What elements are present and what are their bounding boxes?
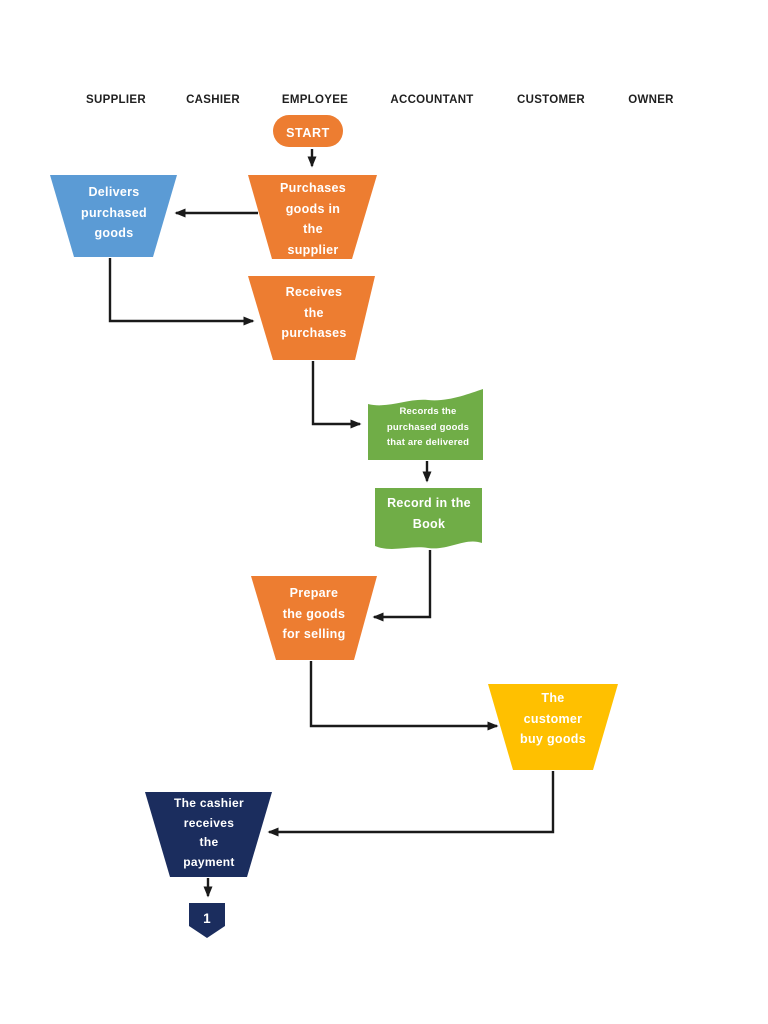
- arrow-book-to-prepare: [372, 550, 432, 622]
- customer-buy-goods-label: The customer buy goods: [520, 691, 586, 746]
- prepare-goods-shape: [251, 576, 377, 660]
- offpage-connector-label: 1: [203, 911, 211, 926]
- records-goods-shape: [368, 389, 483, 460]
- start-label: START: [286, 126, 330, 140]
- record-in-book-shape: [375, 488, 482, 549]
- purchases-goods-label: Purchases goods in the supplier: [280, 181, 346, 257]
- lane-header-customer: CUSTOMER: [517, 94, 585, 106]
- prepare-goods-label: Prepare the goods for selling: [282, 586, 346, 641]
- arrow-receives-to-records: [311, 361, 362, 429]
- records-goods-label: Records the purchased goods that are del…: [386, 406, 470, 448]
- lane-header-accountant: ACCOUNTANT: [390, 94, 474, 106]
- purchases-goods-shape: [248, 175, 377, 259]
- start-terminator-shape: [273, 115, 343, 147]
- receives-purchases-label: Receives the purchases: [281, 285, 347, 340]
- lane-header-owner: OWNER: [628, 94, 674, 106]
- record-in-book-label: Record in the Book: [387, 496, 471, 531]
- lane-header-cashier: CASHIER: [186, 94, 240, 106]
- arrow-prepare-to-customer: [309, 661, 499, 731]
- arrow-delivers-to-receives: [108, 258, 255, 326]
- cashier-payment-shape: [145, 792, 272, 877]
- arrow-customer-to-cashier: [267, 771, 555, 837]
- delivers-goods-shape: [50, 175, 177, 257]
- offpage-connector-shape: [189, 903, 225, 938]
- receives-purchases-shape: [248, 276, 375, 360]
- delivers-goods-label: Delivers purchased goods: [81, 185, 147, 240]
- customer-buy-goods-shape: [488, 684, 618, 770]
- lane-header-employee: EMPLOYEE: [281, 94, 349, 106]
- lane-header-supplier: SUPPLIER: [86, 94, 146, 106]
- cashier-payment-label: The cashier receives the payment: [174, 796, 244, 869]
